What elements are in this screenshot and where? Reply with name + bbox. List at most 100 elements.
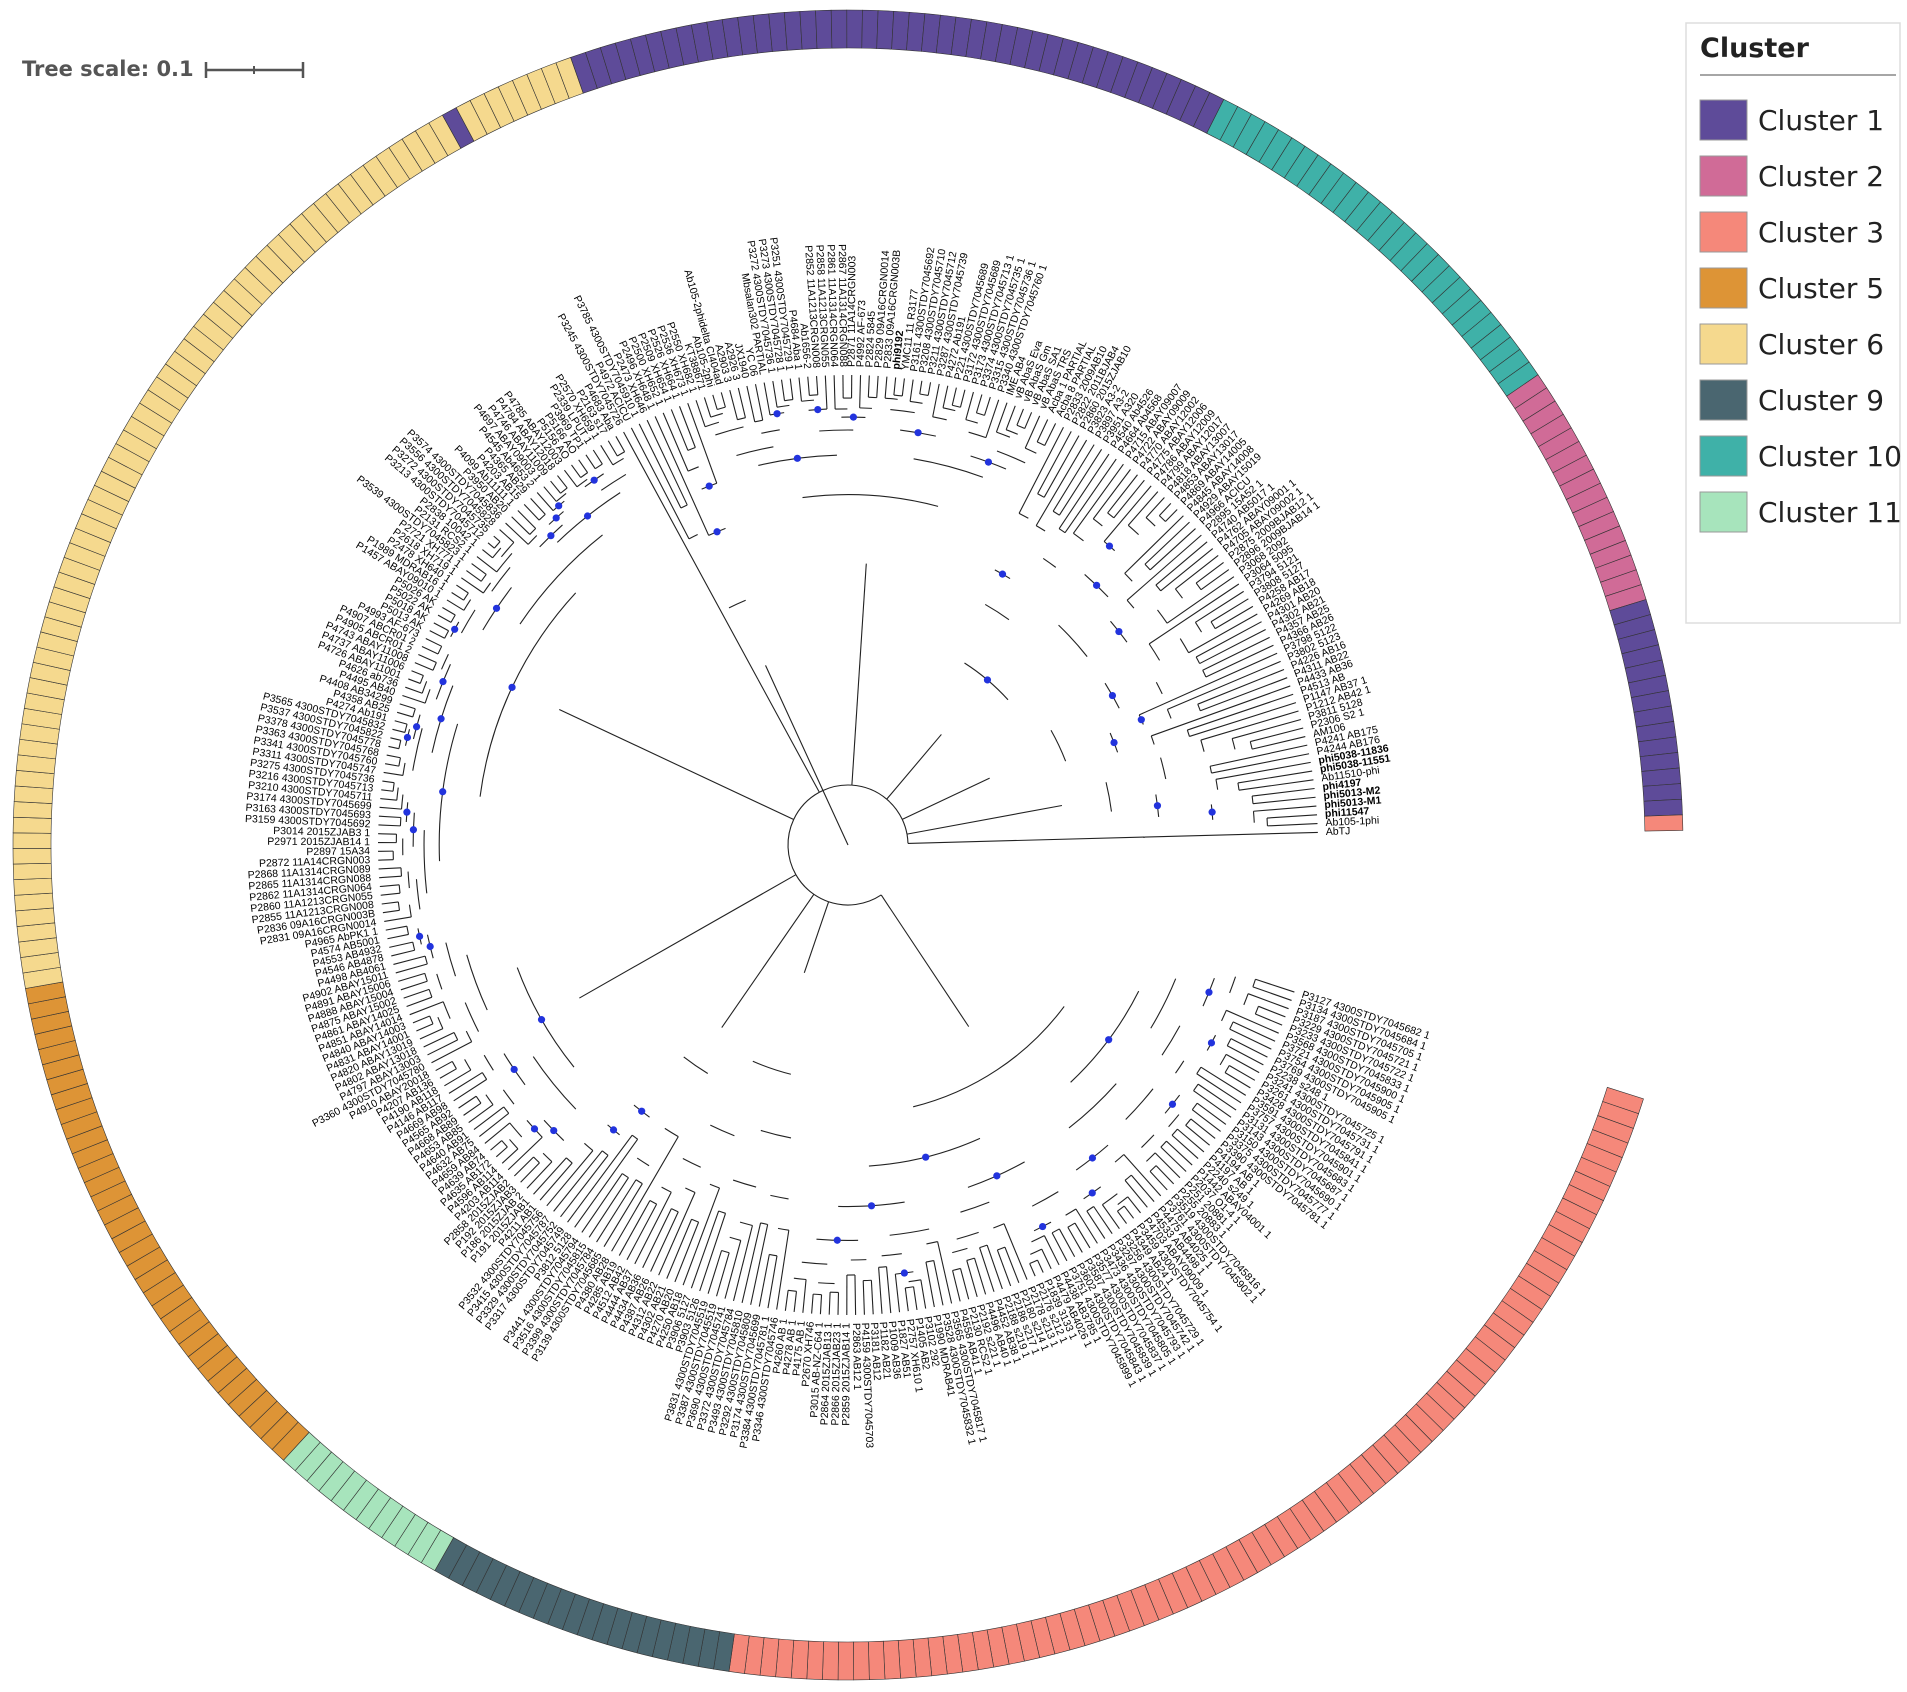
branch-segment bbox=[511, 516, 531, 535]
branch-segment bbox=[1103, 485, 1152, 542]
branch-segment bbox=[468, 1104, 494, 1123]
branch-arc bbox=[919, 393, 929, 396]
branch-arc bbox=[721, 1249, 730, 1254]
branch-segment bbox=[380, 798, 397, 801]
branch-segment bbox=[1051, 1232, 1068, 1262]
branch-arc bbox=[881, 1253, 902, 1257]
bootstrap-dot bbox=[1137, 716, 1145, 724]
leaf-label: AbTJ bbox=[1326, 825, 1351, 838]
branch-arc bbox=[1202, 670, 1207, 678]
branch-segment bbox=[560, 1155, 609, 1218]
branch-segment bbox=[507, 1136, 543, 1171]
ring-segment bbox=[876, 10, 895, 50]
branch-segment bbox=[763, 382, 771, 416]
branch-arc bbox=[960, 1201, 990, 1213]
bootstrap-dot bbox=[833, 1236, 841, 1244]
branch-segment bbox=[1232, 718, 1302, 740]
ring-segment bbox=[815, 9, 833, 49]
branch-segment bbox=[463, 1102, 482, 1116]
branch-segment bbox=[379, 884, 400, 888]
branch-arc bbox=[423, 830, 428, 894]
branch-segment bbox=[638, 423, 682, 509]
bootstrap-dot bbox=[1168, 1100, 1177, 1108]
branch-arc bbox=[691, 1218, 699, 1223]
bootstrap-dot bbox=[1153, 802, 1162, 810]
branch-segment bbox=[1029, 1263, 1036, 1277]
branch-segment bbox=[1005, 405, 1016, 430]
branch-arc bbox=[436, 973, 443, 990]
branch-arc bbox=[398, 740, 402, 749]
branch-arc bbox=[400, 867, 403, 877]
branch-segment bbox=[392, 728, 406, 733]
branch-arc bbox=[482, 582, 492, 594]
branch-arc bbox=[760, 1129, 792, 1139]
branch-segment bbox=[563, 469, 578, 488]
branch-segment bbox=[1052, 444, 1095, 512]
branch-arc bbox=[496, 553, 513, 573]
branch-segment bbox=[406, 996, 433, 1007]
branch-arc bbox=[717, 406, 726, 411]
branch-segment bbox=[456, 584, 469, 594]
branch-arc bbox=[769, 1253, 778, 1257]
branch-arc bbox=[1195, 582, 1202, 590]
branch-arc bbox=[491, 567, 511, 592]
branch-segment bbox=[1196, 1073, 1242, 1104]
bootstrap-dot bbox=[437, 715, 445, 723]
branch-arc bbox=[822, 784, 852, 791]
branch-segment bbox=[1124, 515, 1184, 574]
branch-segment bbox=[446, 599, 465, 611]
branch-segment bbox=[425, 638, 442, 647]
branch-segment bbox=[484, 1122, 511, 1144]
leaf-label: P3159 4300STDY7045692 bbox=[245, 813, 371, 830]
branch-segment bbox=[920, 1279, 927, 1309]
branch-arc bbox=[1127, 524, 1139, 536]
branch-arc bbox=[1065, 1208, 1077, 1216]
branch-arc bbox=[402, 762, 406, 776]
branch-segment bbox=[1252, 787, 1315, 797]
bootstrap-dot bbox=[1105, 1036, 1113, 1044]
bootstrap-dot bbox=[1208, 808, 1216, 816]
branch-segment bbox=[1024, 412, 1033, 429]
branch-arc bbox=[1193, 1083, 1199, 1091]
branch-arc bbox=[1185, 1118, 1192, 1126]
branch-segment bbox=[574, 1138, 639, 1228]
branch-arc bbox=[1252, 979, 1256, 988]
branch-segment bbox=[1124, 1180, 1148, 1208]
branch-arc bbox=[1105, 782, 1113, 812]
branch-segment bbox=[380, 892, 401, 896]
branch-segment bbox=[385, 925, 407, 931]
cluster-annotation-ring bbox=[12, 9, 1684, 1681]
branch-segment bbox=[399, 703, 416, 710]
branch-segment bbox=[533, 1157, 567, 1195]
leaf-label: P1009 AB36 bbox=[886, 1320, 903, 1379]
branch-segment bbox=[1250, 727, 1304, 743]
branch-segment bbox=[721, 894, 815, 1028]
branch-arc bbox=[1226, 1038, 1232, 1047]
bootstrap-dot bbox=[508, 683, 516, 691]
branch-arc bbox=[1058, 528, 1066, 534]
branch-segment bbox=[396, 711, 413, 718]
branch-arc bbox=[890, 409, 915, 414]
branch-segment bbox=[429, 630, 445, 639]
branch-segment bbox=[902, 777, 990, 820]
leaf-label: phi5013-M2 bbox=[1323, 784, 1381, 802]
branch-arc bbox=[1102, 1193, 1118, 1206]
bootstrap-dot bbox=[1088, 1154, 1097, 1162]
branch-segment bbox=[1188, 613, 1258, 654]
branch-arc bbox=[538, 513, 546, 521]
branch-arc bbox=[1141, 1134, 1155, 1148]
legend-label: Cluster 1 bbox=[1758, 104, 1884, 137]
branch-segment bbox=[1252, 796, 1316, 805]
legend-swatch bbox=[1699, 99, 1748, 141]
branch-segment bbox=[444, 1069, 472, 1087]
branch-segment bbox=[482, 549, 493, 559]
branch-arc bbox=[687, 466, 699, 472]
branch-arc bbox=[1107, 512, 1115, 519]
branch-arc bbox=[1174, 588, 1183, 599]
branch-segment bbox=[1193, 1090, 1232, 1118]
branch-arc bbox=[913, 1006, 1065, 1108]
branch-arc bbox=[464, 1002, 480, 1032]
branch-segment bbox=[403, 988, 430, 999]
branch-segment bbox=[772, 380, 778, 408]
